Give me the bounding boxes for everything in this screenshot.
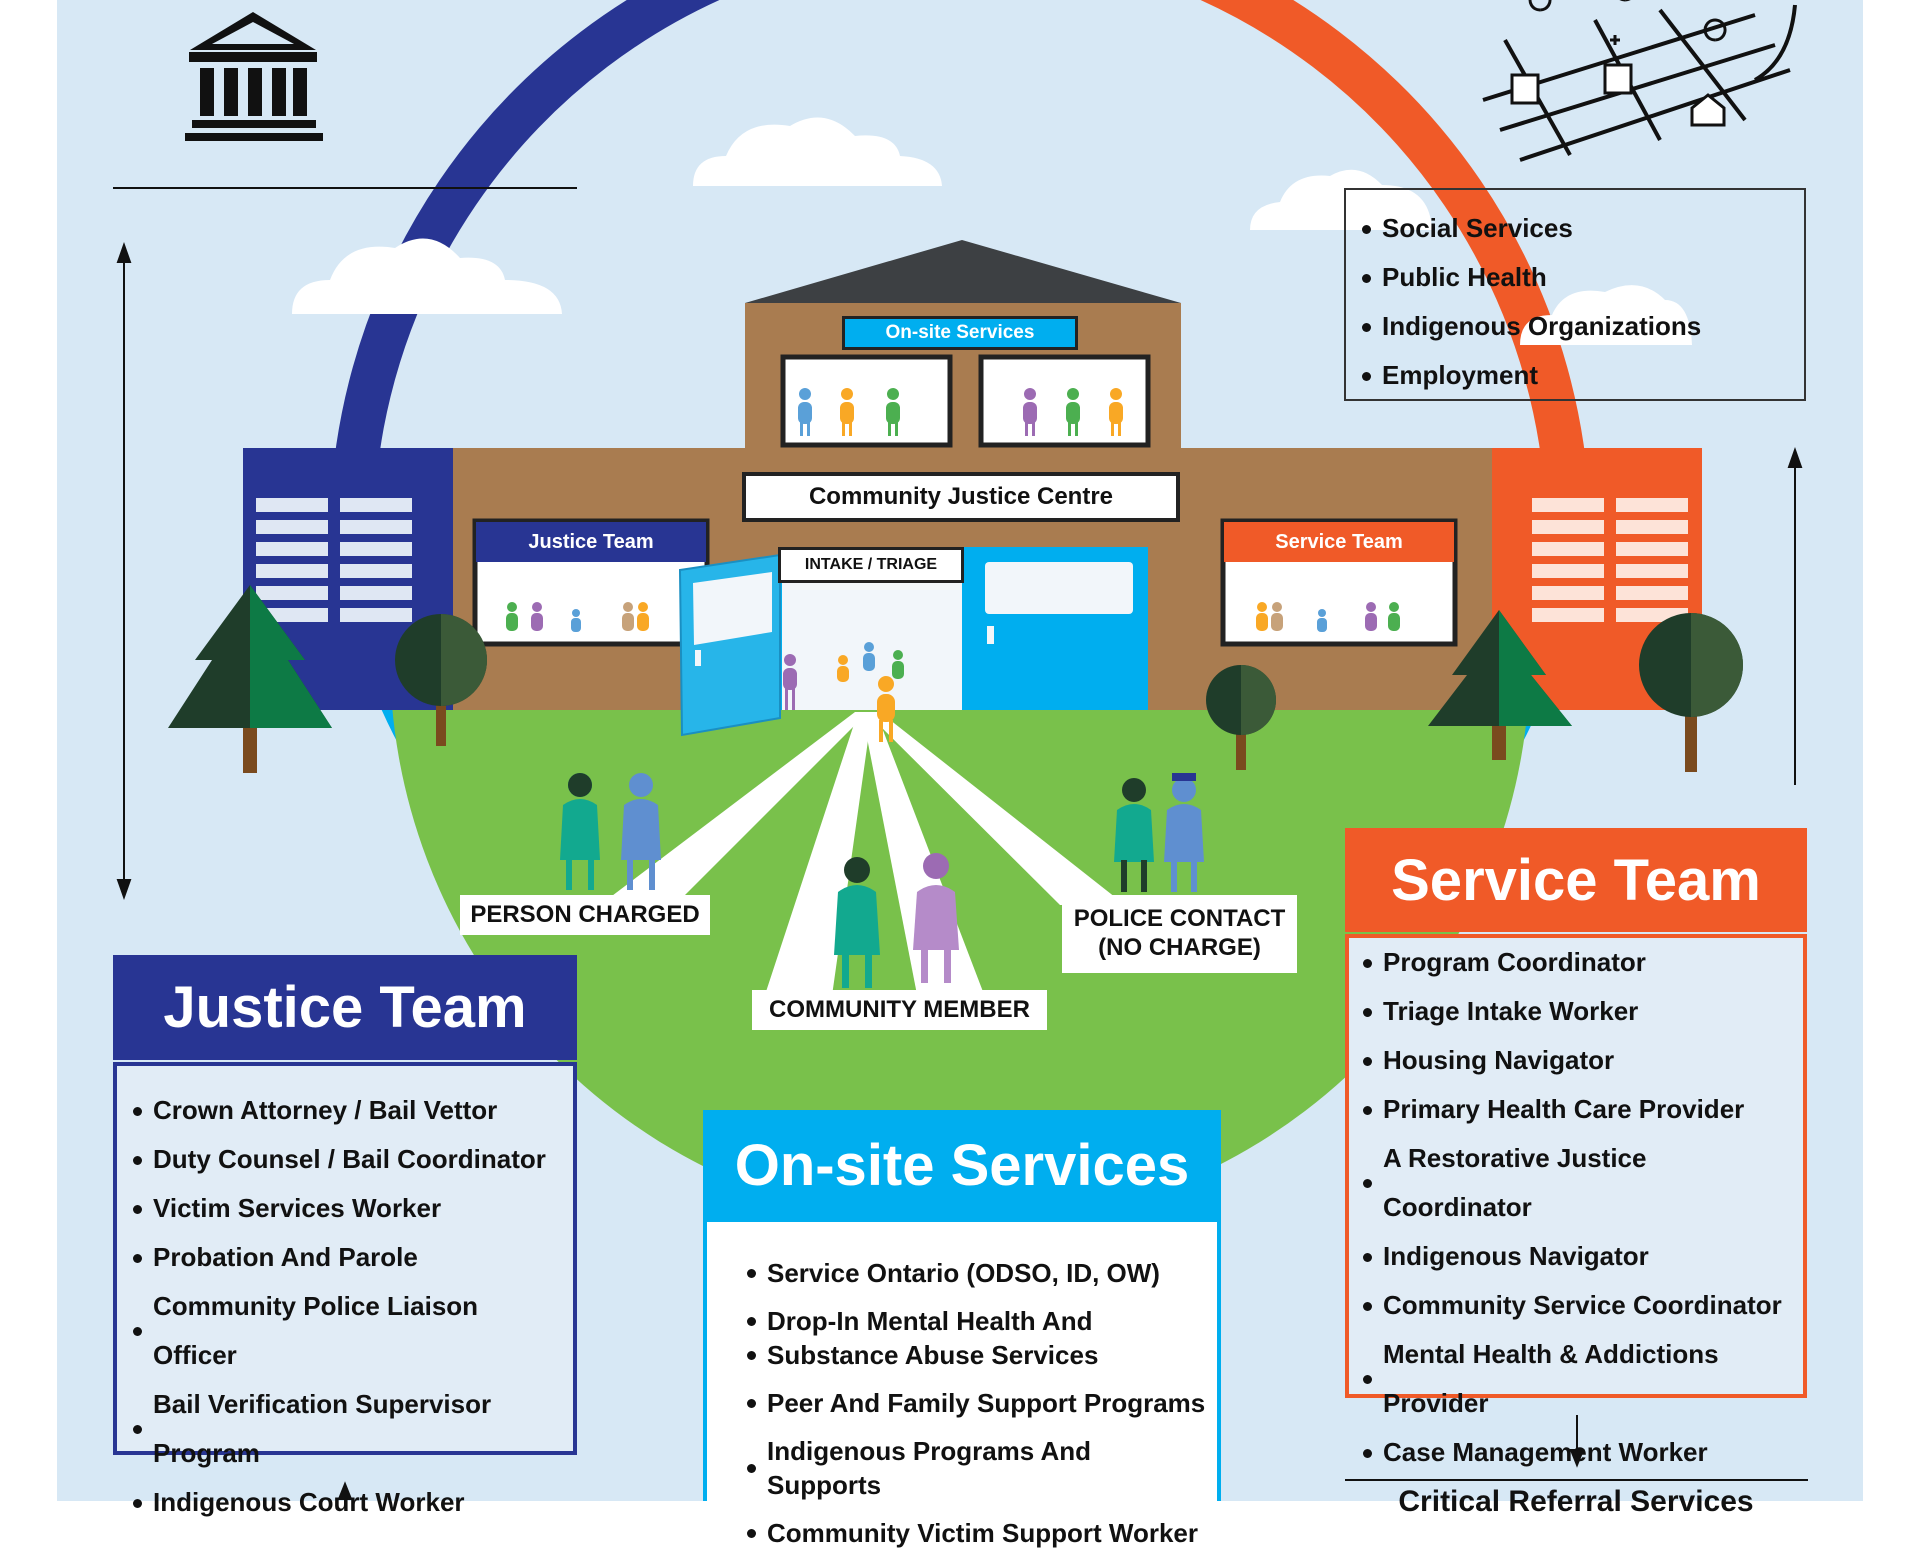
service-team-item: Community Service Coordinator <box>1361 1281 1795 1330</box>
onsite-services-panel: On-site Services Service Ontario (ODSO, … <box>703 1110 1221 1548</box>
onsite-services-list: Service Ontario (ODSO, ID, OW) Drop-In Me… <box>745 1256 1207 1550</box>
courthouse-icon <box>185 12 323 141</box>
onsite-service-item: Substance Abuse Services <box>745 1338 1207 1372</box>
justice-team-item: Indigenous Court Worker <box>131 1478 563 1527</box>
service-team-item: Mental Health & Addictions Provider <box>1361 1330 1795 1428</box>
service-team-item: Program Coordinator <box>1361 938 1795 987</box>
service-team-item: Indigenous Navigator <box>1361 1232 1795 1281</box>
service-team-sign: Service Team <box>1275 530 1403 553</box>
justice-team-item: Victim Services Worker <box>131 1184 563 1233</box>
onsite-service-item: Peer And Family Support Programs <box>745 1386 1207 1420</box>
scene-illustration <box>113 0 1808 1501</box>
service-team-title: Service Team <box>1345 828 1807 932</box>
service-team-item: Primary Health Care Provider <box>1361 1085 1795 1134</box>
connector-lines <box>113 187 1808 1501</box>
community-member-figures <box>834 853 959 988</box>
cloud-icon <box>292 117 1692 345</box>
intake-triage-sign: INTAKE / TRIAGE <box>778 547 964 583</box>
service-team-item: Triage Intake Worker <box>1361 987 1795 1036</box>
onsite-service-item: Indigenous Programs And Supports <box>745 1434 1207 1502</box>
resource-item: Employment <box>1360 351 1790 400</box>
onsite-services-sign: On-site Services <box>842 316 1078 350</box>
onsite-services-list-box: Service Ontario (ODSO, ID, OW) Drop-In Me… <box>707 1222 1217 1548</box>
justice-team-title: Justice Team <box>113 955 577 1060</box>
community-justice-centre-diagram: On-site Services Community Justice Centr… <box>57 0 1863 1548</box>
resource-item: Public Health <box>1360 253 1790 302</box>
justice-team-sign: Justice Team <box>528 530 654 553</box>
police-officer-icon <box>1114 773 1204 892</box>
person-charged-label: PERSON CHARGED <box>460 895 710 935</box>
service-team-item: Case Management Worker <box>1361 1428 1795 1477</box>
justice-team-item: Duty Counsel / Bail Coordinator <box>131 1135 563 1184</box>
onsite-service-item: Service Ontario (ODSO, ID, OW) <box>745 1256 1207 1290</box>
tree-icon <box>168 585 1743 773</box>
onsite-service-item: Community Victim Support Worker <box>745 1516 1207 1550</box>
justice-team-item: Probation And Parole <box>131 1233 563 1282</box>
onsite-services-title: On-site Services <box>734 1132 1190 1198</box>
justice-team-item: Bail Verification Supervisor Program <box>131 1380 563 1478</box>
resource-item: Social Services <box>1360 204 1790 253</box>
community-justice-centre-title: Community Justice Centre <box>742 472 1180 522</box>
service-team-item: Housing Navigator <box>1361 1036 1795 1085</box>
police-contact-line1: POLICE CONTACT <box>1073 905 1286 933</box>
police-contact-label: POLICE CONTACT (NO CHARGE) <box>1062 895 1297 973</box>
community-map-icon <box>1482 0 1797 162</box>
onsite-service-item: Drop-In Mental Health And <box>745 1304 1207 1338</box>
person-charged-figures <box>560 773 661 890</box>
justice-team-item: Crown Attorney / Bail Vettor <box>131 1086 563 1135</box>
person-figure-icon <box>506 388 1400 742</box>
justice-team-item: Community Police Liaison Officer <box>131 1282 563 1380</box>
justice-team-panel: Justice Team Crown Attorney / Bail Vetto… <box>113 955 577 1517</box>
resource-item: Indigenous Organizations <box>1360 302 1790 351</box>
community-member-label: COMMUNITY MEMBER <box>752 990 1047 1030</box>
critical-referral-heading: Critical Referral Services <box>1398 1485 1754 1518</box>
police-contact-line2: (NO CHARGE) <box>1098 934 1261 961</box>
service-team-item: A Restorative Justice Coordinator <box>1361 1134 1795 1232</box>
